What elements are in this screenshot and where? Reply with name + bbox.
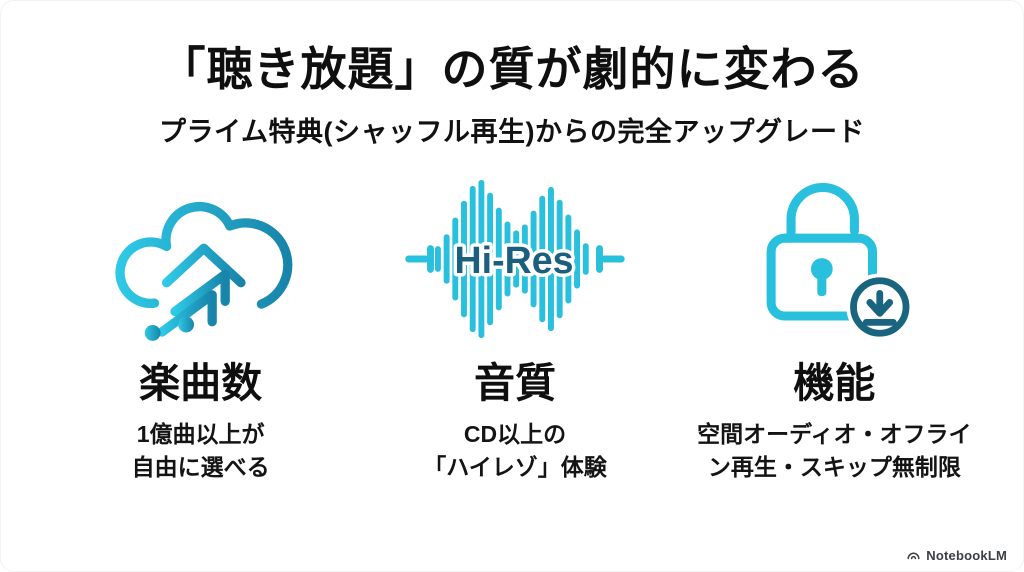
slide-header: 「聴き放題」の質が劇的に変わる プライム特典(シャッフル再生)からの完全アップグ… — [1, 1, 1023, 149]
column-songs: 楽曲数 1億曲以上が 自由に選べる — [56, 173, 345, 483]
column-features-iconbox — [737, 173, 932, 345]
watermark-label: NotebookLM — [926, 548, 1007, 563]
cloud-music-upload-icon — [115, 201, 292, 341]
column-songs-line2: 自由に選べる — [131, 453, 270, 480]
column-features-line2: ン再生・スキップ無制限 — [707, 453, 961, 480]
watermark: NotebookLM — [906, 548, 1007, 563]
feature-columns: 楽曲数 1億曲以上が 自由に選べる — [1, 173, 1023, 483]
column-songs-heading: 楽曲数 — [139, 359, 263, 406]
column-quality-line1: CD以上の — [463, 420, 567, 447]
column-songs-line1: 1億曲以上が — [136, 420, 265, 447]
lock-download-icon — [766, 182, 914, 341]
column-quality-line2: 「ハイレゾ」体験 — [423, 453, 607, 480]
notebooklm-logo-icon — [907, 552, 920, 560]
column-features-body: 空間オーディオ・オフライ ン再生・スキップ無制限 — [697, 418, 971, 483]
hires-waveform-icon: Hi-Res — [405, 179, 625, 338]
column-quality-heading: 音質 — [474, 359, 556, 406]
column-songs-body: 1億曲以上が 自由に選べる — [132, 418, 270, 483]
hires-label: Hi-Res — [455, 239, 574, 281]
column-quality-body: CD以上の 「ハイレゾ」体験 — [423, 418, 607, 483]
column-features-line1: 空間オーディオ・オフライ — [697, 420, 972, 447]
column-features: 機能 空間オーディオ・オフライ ン再生・スキップ無制限 — [685, 173, 984, 483]
column-features-heading: 機能 — [793, 359, 876, 406]
column-quality: Hi-Res 音質 CD以上の 「ハイレゾ」体験 — [385, 173, 644, 483]
column-songs-iconbox — [106, 173, 296, 345]
slide-title: 「聴き放題」の質が劇的に変わる — [159, 43, 865, 95]
column-quality-iconbox: Hi-Res — [401, 173, 629, 345]
slide-subtitle: プライム特典(シャッフル再生)からの完全アップグレード — [159, 116, 865, 147]
